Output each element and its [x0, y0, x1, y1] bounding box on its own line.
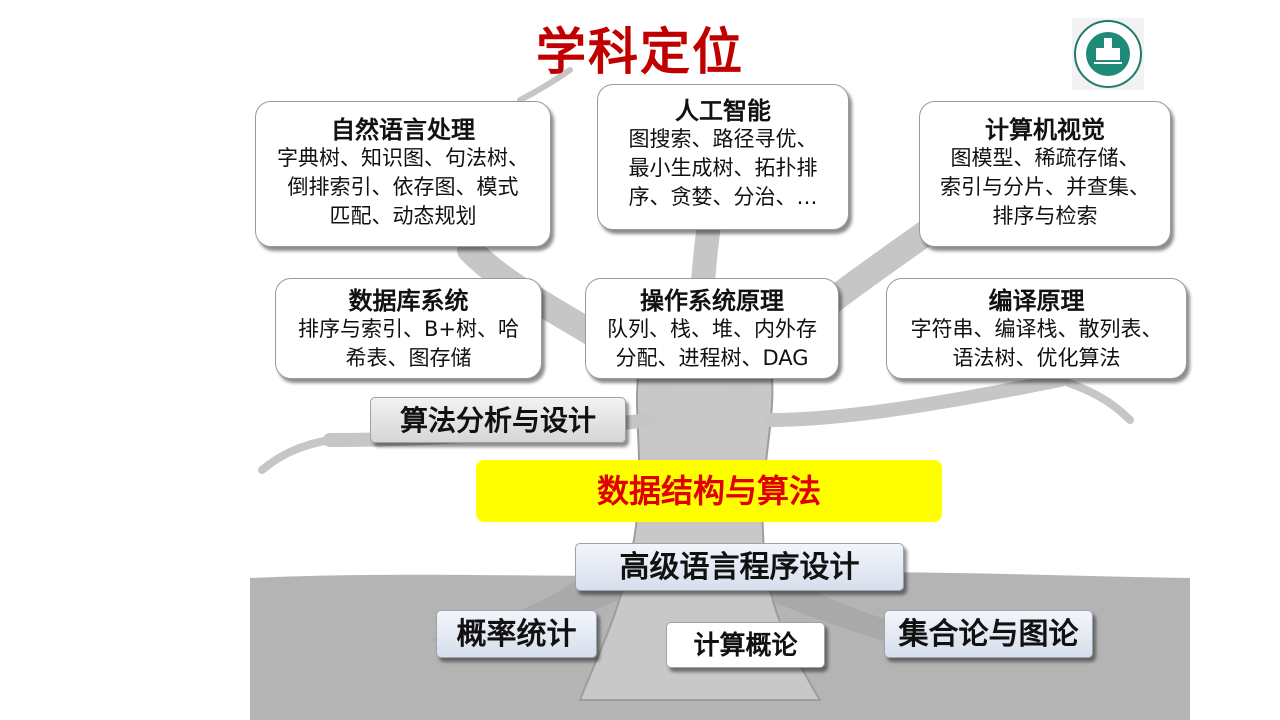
shanxi-university-seal-icon	[1072, 18, 1144, 90]
tag-intro-computation: 计算概论	[666, 622, 825, 668]
node-heading: 自然语言处理	[331, 116, 475, 144]
node-heading: 操作系统原理	[640, 287, 784, 315]
node-body-line: 图模型、稀疏存储、	[950, 146, 1140, 170]
node-heading: 人工智能	[675, 97, 771, 125]
node-body-line: 图搜索、路径寻优、	[628, 127, 818, 151]
node-body-line: 最小生成树、拓扑排	[628, 156, 818, 180]
node-computer-vision: 计算机视觉 图模型、稀疏存储、 索引与分片、并查集、 排序与检索	[919, 101, 1171, 247]
tag-high-level-programming: 高级语言程序设计	[575, 543, 904, 591]
core-data-structures-algorithms: 数据结构与算法	[476, 460, 942, 522]
node-ai: 人工智能 图搜索、路径寻优、 最小生成树、拓扑排 序、贪婪、分治、…	[597, 84, 849, 230]
node-body-line: 匹配、动态规划	[329, 204, 477, 228]
node-body-line: 字符串、编译栈、散列表、	[910, 317, 1163, 341]
page-title: 学科定位	[536, 23, 744, 81]
node-heading: 编译原理	[988, 287, 1085, 315]
node-body-line: 字典树、知识图、句法树、	[277, 146, 529, 170]
node-body-line: 排序与索引、B+树、哈	[297, 317, 519, 341]
node-compiler: 编译原理 字符串、编译栈、散列表、 语法树、优化算法	[886, 278, 1187, 379]
node-body-line: 索引与分片、并查集、	[940, 175, 1150, 199]
node-heading: 计算机视觉	[985, 116, 1105, 144]
node-body-line: 序、贪婪、分治、…	[628, 185, 818, 209]
node-body-line: 倒排索引、依存图、模式	[287, 175, 519, 199]
node-body-line: 语法树、优化算法	[952, 346, 1121, 370]
node-operating-system: 操作系统原理 队列、栈、堆、内外存 分配、进程树、DAG	[585, 278, 839, 379]
node-database: 数据库系统 排序与索引、B+树、哈 希表、图存储	[275, 278, 542, 379]
node-body-line: 希表、图存储	[345, 346, 472, 370]
node-body-line: 排序与检索	[992, 204, 1098, 228]
node-body-line: 分配、进程树、DAG	[615, 346, 809, 370]
node-body-line: 队列、栈、堆、内外存	[607, 317, 817, 341]
node-nlp: 自然语言处理 字典树、知识图、句法树、 倒排索引、依存图、模式 匹配、动态规划	[255, 101, 551, 247]
node-heading: 数据库系统	[348, 287, 469, 315]
tag-probability-statistics: 概率统计	[436, 610, 597, 658]
tag-algorithm-design: 算法分析与设计	[370, 397, 626, 443]
tag-set-graph-theory: 集合论与图论	[884, 610, 1093, 658]
